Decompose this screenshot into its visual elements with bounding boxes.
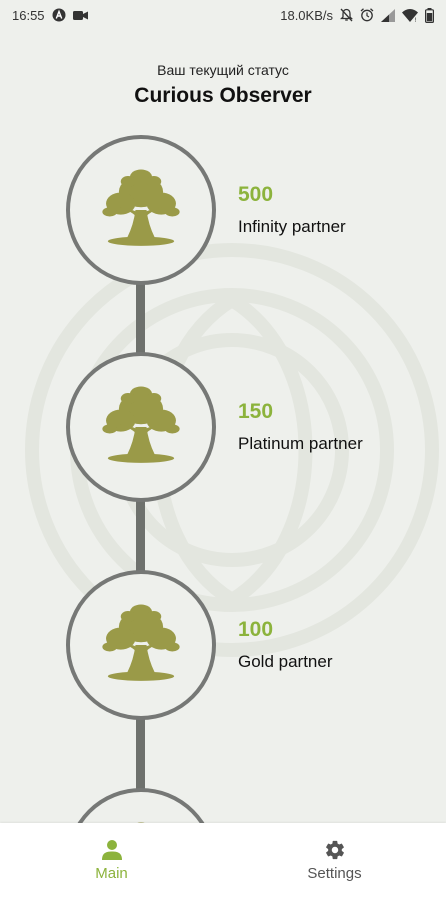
current-status-label: Ваш текущий статус [157, 62, 289, 78]
nav-settings-label: Settings [307, 865, 362, 882]
level-badge-circle [66, 570, 216, 720]
person-icon [101, 840, 122, 860]
level-item-infinity: 500 Infinity partner [66, 135, 446, 285]
level-badge-circle [66, 135, 216, 285]
wifi-icon: ! [402, 8, 418, 22]
battery-icon [425, 7, 434, 23]
gear-icon [325, 840, 344, 860]
level-name: Platinum partner [238, 434, 363, 453]
status-right: 18.0KB/s ! [280, 7, 434, 23]
current-status-title: Curious Observer [134, 84, 312, 107]
level-points: 150 [238, 400, 274, 423]
level-points: 100 [238, 618, 274, 641]
bell-off-icon [340, 8, 353, 22]
status-left: 16:55 [12, 8, 88, 23]
svg-text:!: ! [414, 16, 416, 21]
nav-main-label: Main [95, 865, 128, 882]
app-a-icon [52, 8, 66, 22]
video-camera-icon [72, 10, 88, 21]
level-item-gold: 100 Gold partner [66, 570, 446, 720]
nav-settings-tab[interactable]: Settings [223, 823, 446, 900]
level-info: 500 Infinity partner [238, 183, 346, 237]
tree-icon [102, 386, 180, 463]
tree-icon [102, 169, 180, 246]
network-speed: 18.0KB/s [280, 7, 333, 23]
nav-main-tab[interactable]: Main [0, 823, 223, 900]
level-badge-circle [66, 352, 216, 502]
level-name: Infinity partner [238, 217, 346, 236]
signal-icon [381, 8, 395, 22]
status-bar: 16:55 18.0KB/s ! [0, 0, 446, 30]
level-track-line [136, 270, 145, 830]
status-header: Ваш текущий статус Curious Observer [0, 62, 446, 108]
level-info: 150 Platinum partner [238, 400, 363, 454]
level-points: 500 [238, 183, 274, 206]
level-name: Gold partner [238, 652, 333, 671]
alarm-icon [360, 8, 374, 22]
level-info: 100 Gold partner [238, 618, 333, 672]
status-time: 16:55 [12, 7, 45, 23]
level-item-platinum: 150 Platinum partner [66, 352, 446, 502]
tree-icon [102, 604, 180, 681]
bottom-navigation: Main Settings [0, 823, 446, 900]
